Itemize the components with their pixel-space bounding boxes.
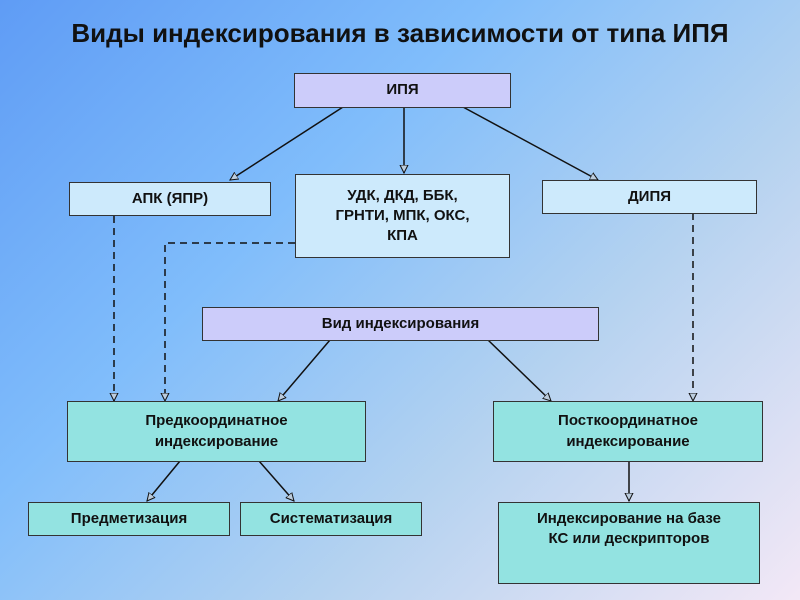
node-udk-label: УДК, ДКД, ББК, ГРНТИ, МПК, ОКС, КПА xyxy=(335,186,470,245)
node-udk: УДК, ДКД, ББК, ГРНТИ, МПК, ОКС, КПА xyxy=(295,174,510,258)
node-postkoord: Посткоординатное индексирование xyxy=(493,401,763,462)
node-vid-label: Вид индексирования xyxy=(321,314,480,332)
node-sistem: Систематизация xyxy=(240,502,422,536)
edge-ipya-apk xyxy=(230,106,344,181)
node-dipya: ДИПЯ xyxy=(542,180,757,214)
node-ipya: ИПЯ xyxy=(294,73,511,108)
node-predkoord-label: Предкоординатное индексирование xyxy=(145,412,288,450)
node-predmet: Предметизация xyxy=(28,502,230,536)
edge-ipya-dipya xyxy=(462,106,598,181)
node-postkoord-label: Посткоординатное индексирование xyxy=(558,412,698,450)
node-vid: Вид индексирования xyxy=(202,307,599,341)
node-apk: АПК (ЯПР) xyxy=(69,182,271,216)
node-ks: Индексирование на базе КС или дескриптор… xyxy=(498,502,760,584)
node-dipya-label: ДИПЯ xyxy=(627,187,672,205)
edge-vid-postkoord xyxy=(487,339,551,401)
edge-predkoord-predmet xyxy=(147,460,181,501)
node-ipya-label: ИПЯ xyxy=(386,81,419,99)
node-apk-label: АПК (ЯПР) xyxy=(131,189,209,207)
node-ks-label: Индексирование на базе КС или дескриптор… xyxy=(536,510,722,548)
edge-vid-predkoord xyxy=(278,339,331,401)
node-sistem-label: Систематизация xyxy=(269,509,393,527)
edge-predkoord-sistem xyxy=(258,460,294,501)
node-predmet-label: Предметизация xyxy=(70,509,188,527)
node-predkoord: Предкоординатное индексирование xyxy=(67,401,366,462)
diagram-title: Виды индексирования в зависимости от тип… xyxy=(71,18,729,48)
